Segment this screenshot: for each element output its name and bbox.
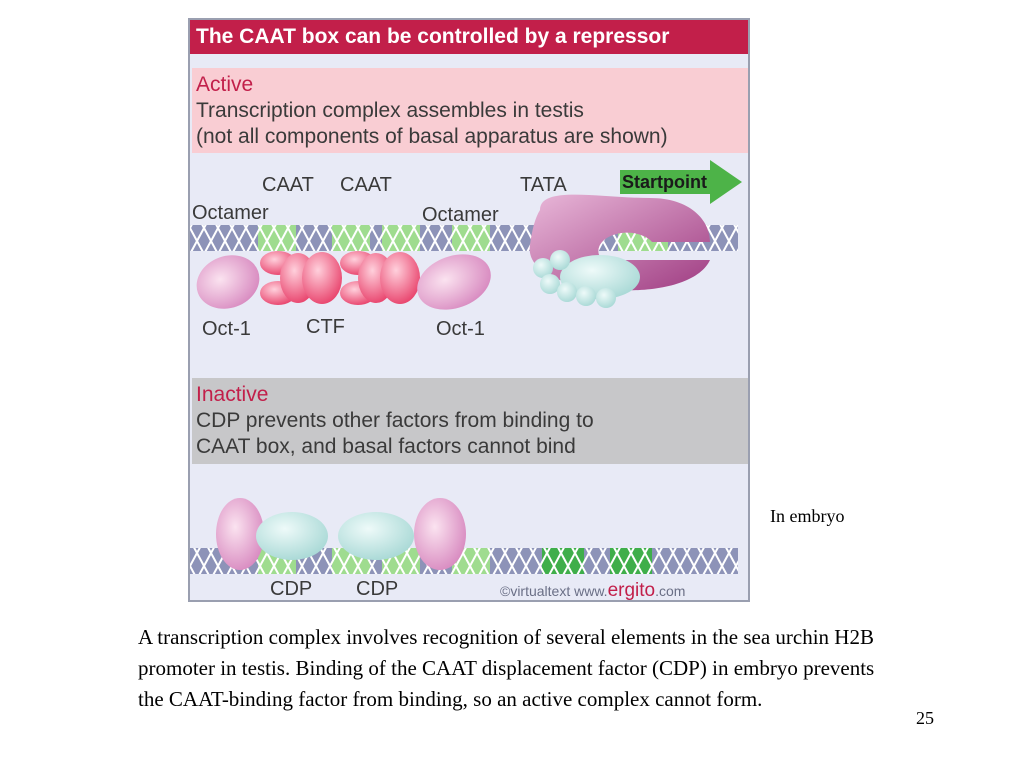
inactive-line-2: CAAT box, and basal factors cannot bind	[196, 435, 576, 458]
startpoint-arrow	[620, 160, 742, 204]
diagram-artwork	[190, 160, 742, 574]
oct1-label-right: Oct-1	[436, 318, 485, 340]
cdp-label-1: CDP	[270, 578, 313, 600]
slide-caption: A transcription complex involves recogni…	[138, 625, 875, 711]
octamer-label-left: Octamer	[192, 202, 269, 224]
page-number: 25	[916, 708, 934, 728]
octamer-label-right: Octamer	[422, 204, 499, 226]
oct1-protein-left	[196, 255, 260, 309]
active-panel: Active Transcription complex assembles i…	[192, 68, 748, 153]
copyright-credit: ©virtualtext www.ergito.com	[500, 580, 686, 601]
figure-title: The CAAT box can be controlled by a repr…	[190, 20, 748, 54]
inactive-oct1-left	[216, 498, 264, 570]
inactive-panel: Inactive CDP prevents other factors from…	[192, 378, 748, 464]
cdp-protein-1	[256, 512, 328, 560]
caat-label-2: CAAT	[340, 174, 392, 196]
caat-label-1: CAAT	[262, 174, 314, 196]
in-embryo-note: In embryo	[770, 506, 845, 526]
tata-label: TATA	[520, 174, 567, 196]
inactive-oct1-right	[414, 498, 466, 570]
basal-factor-cluster	[533, 250, 640, 308]
oct1-protein-right	[417, 254, 491, 310]
inactive-dna-strand	[190, 548, 738, 574]
cdp-protein-2	[338, 512, 414, 560]
inactive-line-1: CDP prevents other factors from binding …	[196, 409, 594, 432]
caat-box-figure: The CAAT box can be controlled by a repr…	[188, 18, 750, 602]
inactive-heading: Inactive	[196, 383, 269, 406]
active-line-1: Transcription complex assembles in testi…	[196, 99, 584, 122]
startpoint-label: Startpoint	[622, 172, 707, 192]
active-heading: Active	[196, 73, 254, 96]
active-line-2: (not all components of basal apparatus a…	[196, 125, 668, 148]
cdp-label-2: CDP	[356, 578, 399, 600]
ctf-label: CTF	[306, 316, 345, 338]
ctf-protein-group	[260, 251, 420, 305]
oct1-label-left: Oct-1	[202, 318, 251, 340]
